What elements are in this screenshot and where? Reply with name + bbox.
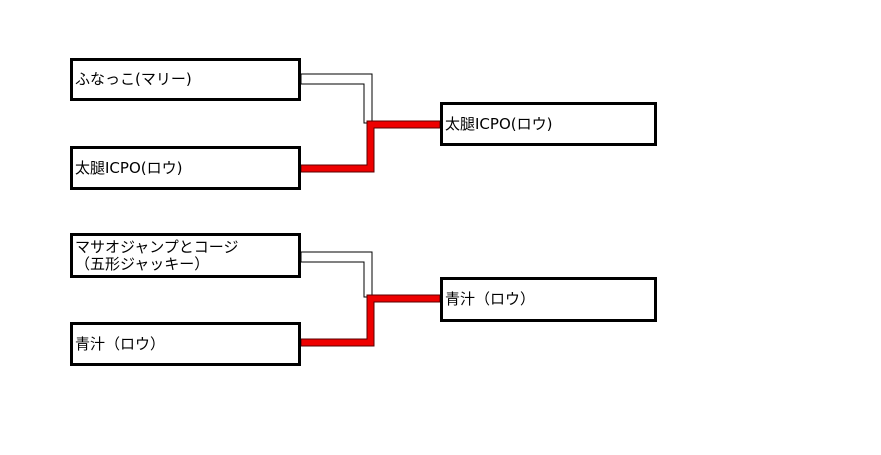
- match1-winner-line: [300, 120, 441, 173]
- winner-box-match2[interactable]: 青汁（ロウ）: [440, 277, 657, 322]
- match1-loser-line: [300, 73, 373, 124]
- player-box-match2-player2[interactable]: 青汁（ロウ）: [70, 322, 301, 366]
- winner-box-match1[interactable]: 太腿ICPO(ロウ): [440, 102, 657, 146]
- match2-winner-line: [300, 294, 441, 347]
- winner-name: 青汁（ロウ）: [445, 290, 536, 308]
- player-name-line1: マサオジャンプとコージ: [75, 237, 239, 256]
- player-box-match1-player2[interactable]: 太腿ICPO(ロウ): [70, 146, 301, 190]
- match2-loser-line: [300, 251, 373, 298]
- player-box-match2-player1[interactable]: マサオジャンプとコージ （五形ジャッキー）: [70, 233, 301, 278]
- player-name: 太腿ICPO(ロウ): [75, 158, 183, 177]
- winner-name: 太腿ICPO(ロウ): [445, 114, 553, 133]
- player-name: 青汁（ロウ）: [75, 334, 166, 353]
- player-name: ふなっこ(マリー): [75, 70, 192, 88]
- player-name-line2: （五形ジャッキー）: [75, 254, 210, 273]
- player-box-match1-player1[interactable]: ふなっこ(マリー): [70, 58, 301, 101]
